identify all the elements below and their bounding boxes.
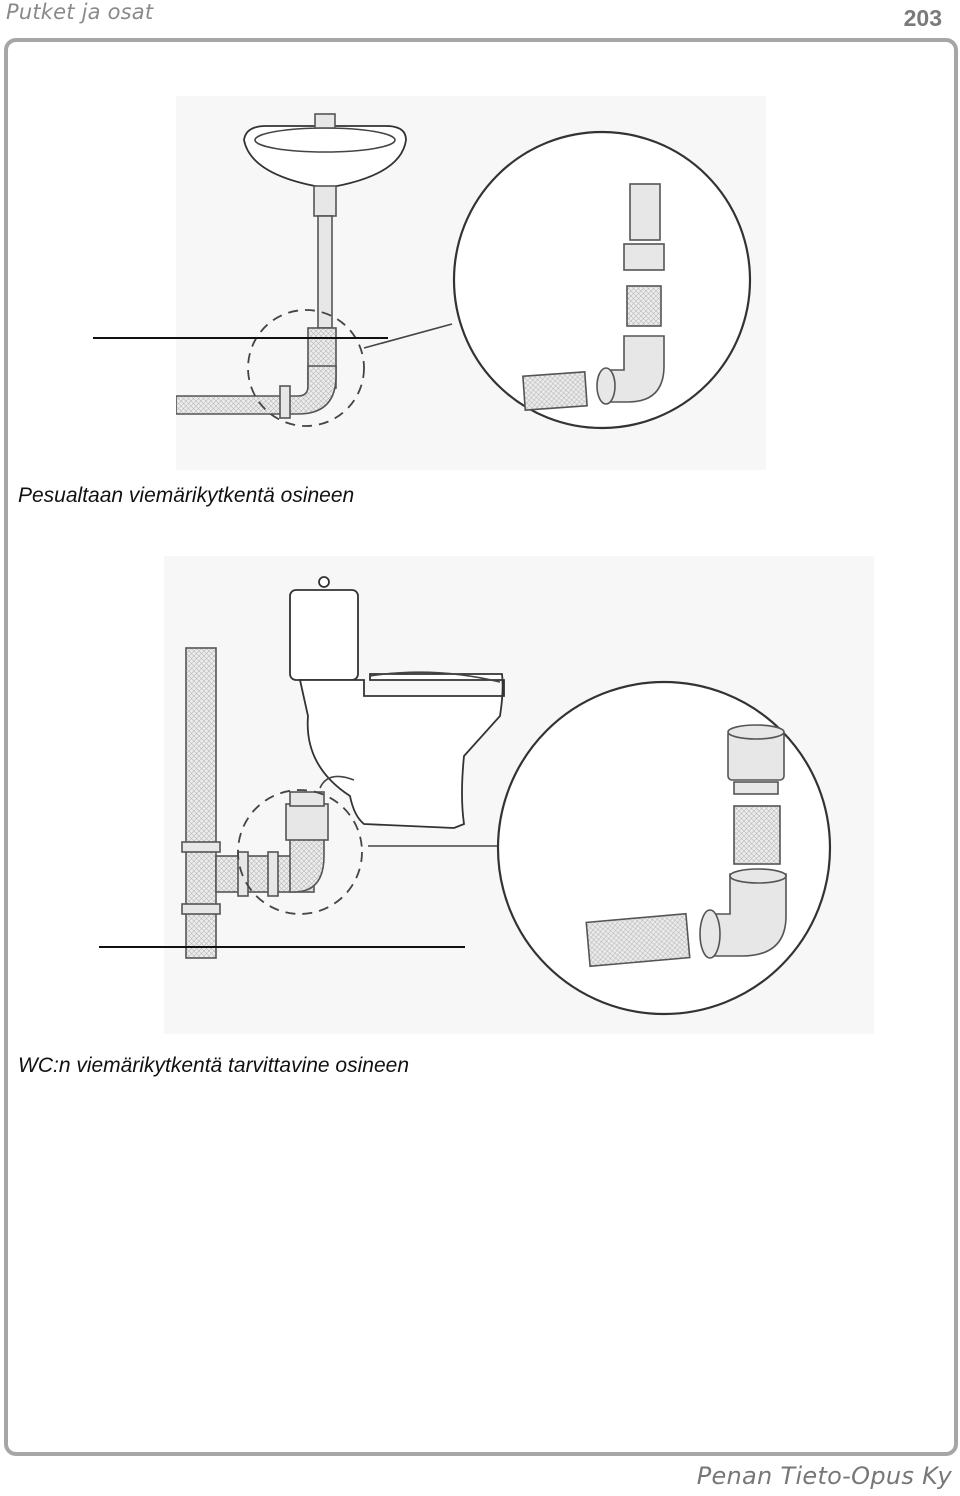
publisher-name: Penan Tieto-Opus Ky (696, 1462, 952, 1490)
callout-line (99, 946, 465, 948)
washbasin-drain-illustration (176, 96, 766, 470)
page-frame (4, 38, 958, 1456)
figure-caption: WC:n viemärikytkentä tarvittavine osinee… (18, 1054, 409, 1077)
callout-line (93, 337, 388, 339)
figure-caption: Pesualtaan viemärikytkentä osineen (18, 484, 355, 507)
washbasin-shape (243, 125, 407, 189)
section-title: Putket ja osat (6, 0, 154, 24)
wc-drain-illustration (164, 556, 874, 1034)
page-number: 203 (903, 5, 942, 31)
